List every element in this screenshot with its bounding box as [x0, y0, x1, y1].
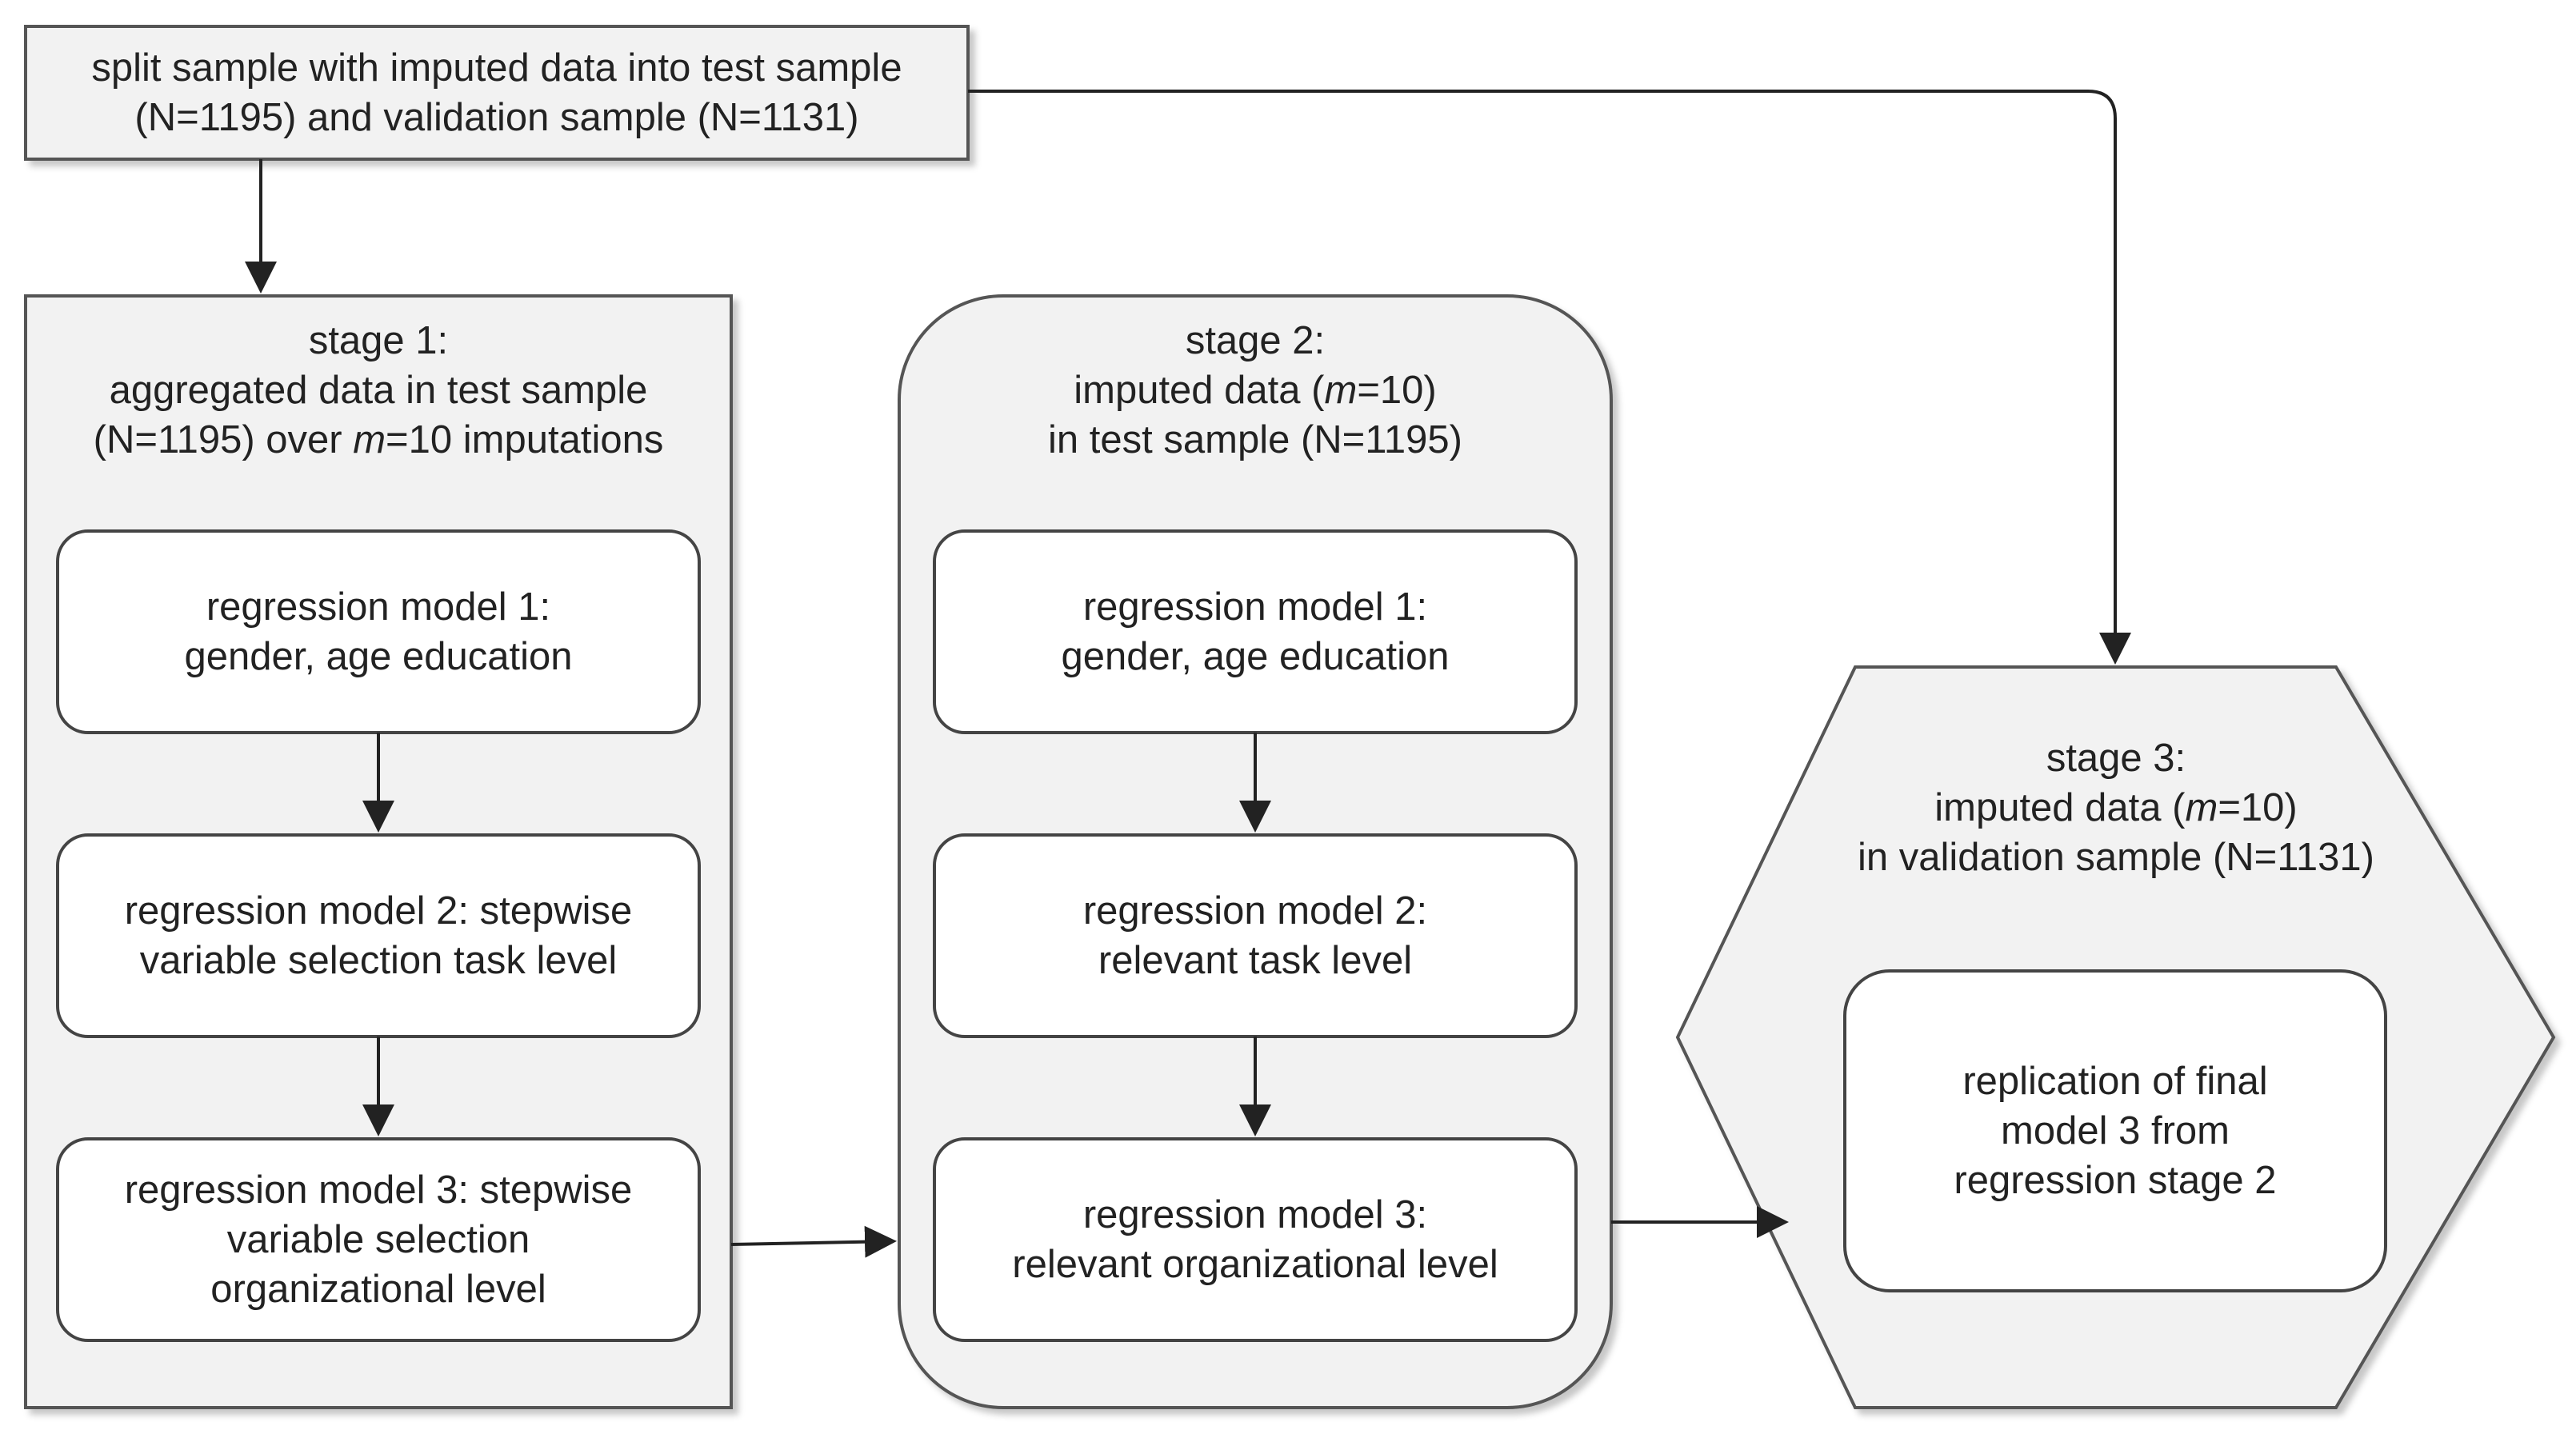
stage2-model3-line1: regression model 3:	[1082, 1193, 1428, 1236]
stage1-model3-line3: organizational level	[210, 1268, 546, 1311]
stage1-model3-label: regression model 3: stepwise variable se…	[58, 1139, 699, 1340]
stage2-line2-m: m	[1324, 369, 1358, 412]
stage3-inner-line2: model 3 from	[2001, 1109, 2230, 1152]
top-box	[24, 25, 970, 161]
stage1-model2-line2: variable selection task level	[139, 939, 618, 982]
stage1-model1-line2: gender, age education	[184, 635, 573, 678]
stage1-line2: aggregated data in test sample	[109, 369, 648, 412]
top-box-label: split sample with imputed data into test…	[26, 26, 968, 159]
stage3-line2: imputed data (m=10)	[1934, 783, 2298, 833]
stage3-title: stage 3:	[2046, 737, 2186, 780]
stage1-model1-label: regression model 1: gender, age educatio…	[58, 531, 699, 733]
arrow-top-to-stage3	[968, 90, 2131, 665]
stage3-inner-box	[1843, 969, 2387, 1292]
stage3-inner-label: replication of final model 3 from regres…	[1845, 971, 2386, 1291]
stage1-model3-box	[56, 1137, 701, 1342]
top-box-line1: split sample with imputed data into test…	[91, 46, 902, 90]
stage2-model3-line2: relevant organizational level	[1012, 1243, 1498, 1286]
stage1-model3-line2: variable selection	[226, 1218, 530, 1261]
stage1-line3-post: =10 imputations	[386, 418, 664, 461]
stage1-model2-label: regression model 2: stepwise variable se…	[58, 835, 699, 1037]
stage3-inner-line1: replication of final	[1962, 1060, 2268, 1103]
stage1-title: stage 1:	[308, 319, 449, 362]
stage1-model2-line1: regression model 2: stepwise	[124, 889, 633, 933]
stage1-model1-line1: regression model 1:	[206, 585, 551, 629]
stage2-line2-post: =10)	[1357, 369, 1437, 412]
stage1-line3: (N=1195) over m=10 imputations	[94, 415, 664, 465]
stage3-line2-post: =10)	[2218, 786, 2298, 829]
stage2-line2-pre: imputed data (	[1074, 369, 1325, 412]
stage2-model3-label: regression model 3: relevant organizatio…	[934, 1139, 1576, 1340]
stage3-line3: in validation sample (N=1131)	[1858, 836, 2374, 879]
stage2-title: stage 2:	[1185, 319, 1326, 362]
stage2-model1-line1: regression model 1:	[1082, 585, 1428, 629]
top-box-line2: (N=1195) and validation sample (N=1131)	[134, 96, 859, 139]
stage3-line2-m: m	[2185, 786, 2218, 829]
stage1-header: stage 1: aggregated data in test sample …	[26, 314, 731, 467]
stage2-model1-line2: gender, age education	[1061, 635, 1450, 678]
stage3-line2-pre: imputed data (	[1934, 786, 2186, 829]
stage1-line3-pre: (N=1195) over	[93, 418, 354, 461]
stage2-header: stage 2: imputed data (m=10) in test sam…	[899, 314, 1611, 467]
stage1-model3-line1: regression model 3: stepwise	[124, 1168, 633, 1212]
stage2-line2: imputed data (m=10)	[1074, 365, 1437, 415]
stage2-line3: in test sample (N=1195)	[1048, 418, 1462, 461]
arrow-stage1-to-stage2	[730, 1225, 897, 1258]
stage3-header: stage 3: imputed data (m=10) in validati…	[1760, 731, 2472, 885]
stage2-model2-label: regression model 2: relevant task level	[934, 835, 1576, 1037]
stage3-inner-line3: regression stage 2	[1954, 1159, 2277, 1202]
stage1-line3-m: m	[353, 418, 386, 461]
stage2-model3-box	[933, 1137, 1578, 1342]
stage2-model2-line2: relevant task level	[1098, 939, 1413, 982]
stage2-model1-label: regression model 1: gender, age educatio…	[934, 531, 1576, 733]
stage2-model2-line1: regression model 2:	[1082, 889, 1428, 933]
